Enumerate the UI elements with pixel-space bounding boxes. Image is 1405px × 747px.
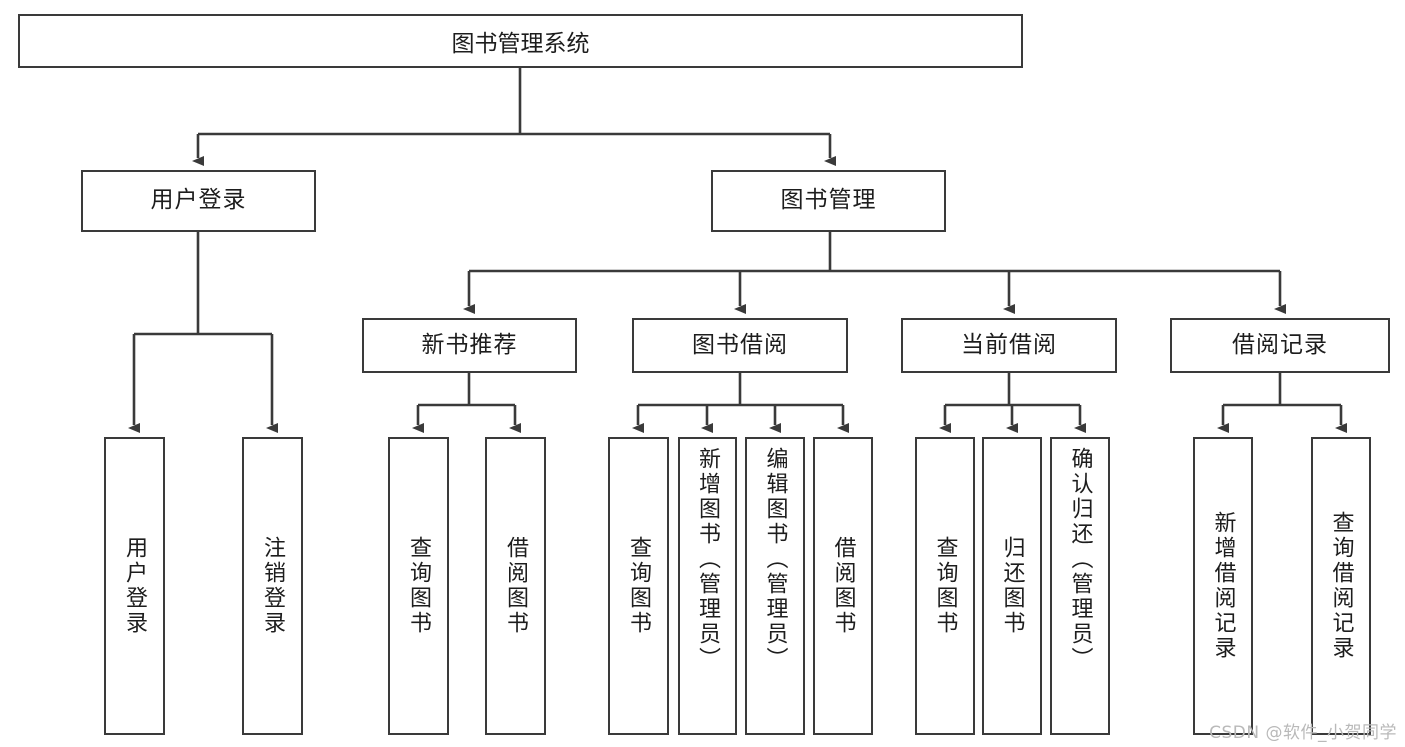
leaf-borrow-book-2[interactable]: 借阅图书: [813, 437, 873, 735]
node-current-borrow[interactable]: 当前借阅: [901, 318, 1117, 373]
node-borrow-record[interactable]: 借阅记录: [1170, 318, 1390, 373]
leaf-user-logout[interactable]: 注销登录: [242, 437, 303, 735]
leaf-add-book-label: 新增图书（管理员）: [695, 447, 721, 672]
leaf-confirm-return-label: 确认归还（管理员）: [1067, 447, 1093, 672]
leaf-add-record-label: 新增借阅记录: [1210, 511, 1236, 661]
node-new-book-recommend[interactable]: 新书推荐: [362, 318, 577, 373]
leaf-query-book-2-label: 查询图书: [626, 536, 652, 636]
node-book-manage-label: 图书管理: [780, 187, 877, 214]
node-book-manage[interactable]: 图书管理: [711, 170, 946, 232]
leaf-add-book[interactable]: 新增图书（管理员）: [678, 437, 737, 735]
leaf-user-login[interactable]: 用户登录: [104, 437, 165, 735]
leaf-return-book[interactable]: 归还图书: [982, 437, 1042, 735]
node-user-login[interactable]: 用户登录: [81, 170, 316, 232]
leaf-borrow-book-1[interactable]: 借阅图书: [485, 437, 546, 735]
leaf-return-book-label: 归还图书: [999, 536, 1025, 636]
leaf-confirm-return[interactable]: 确认归还（管理员）: [1050, 437, 1110, 735]
leaf-borrow-book-2-label: 借阅图书: [830, 536, 856, 636]
leaf-query-book-1-label: 查询图书: [406, 536, 432, 636]
node-borrow-record-label: 借阅记录: [1232, 331, 1328, 358]
leaf-query-record[interactable]: 查询借阅记录: [1311, 437, 1371, 735]
leaf-edit-book[interactable]: 编辑图书（管理员）: [745, 437, 805, 735]
node-book-borrow[interactable]: 图书借阅: [632, 318, 848, 373]
leaf-user-login-label: 用户登录: [122, 536, 148, 636]
csdn-watermark: CSDN @软件_小贺同学: [1209, 723, 1397, 743]
node-book-borrow-label: 图书借阅: [692, 331, 788, 358]
leaf-query-book-3[interactable]: 查询图书: [915, 437, 975, 735]
leaf-query-record-label: 查询借阅记录: [1328, 511, 1354, 661]
node-new-book-recommend-label: 新书推荐: [421, 331, 518, 358]
leaf-user-logout-label: 注销登录: [260, 536, 286, 636]
leaf-borrow-book-1-label: 借阅图书: [503, 536, 529, 636]
node-current-borrow-label: 当前借阅: [961, 331, 1057, 358]
leaf-query-book-1[interactable]: 查询图书: [388, 437, 449, 735]
node-user-login-label: 用户登录: [150, 187, 247, 214]
node-root-label: 图书管理系统: [451, 31, 590, 57]
leaf-query-book-3-label: 查询图书: [932, 536, 958, 636]
leaf-query-book-2[interactable]: 查询图书: [608, 437, 669, 735]
leaf-edit-book-label: 编辑图书（管理员）: [762, 447, 788, 672]
leaf-add-record[interactable]: 新增借阅记录: [1193, 437, 1253, 735]
node-root[interactable]: 图书管理系统: [18, 14, 1023, 68]
